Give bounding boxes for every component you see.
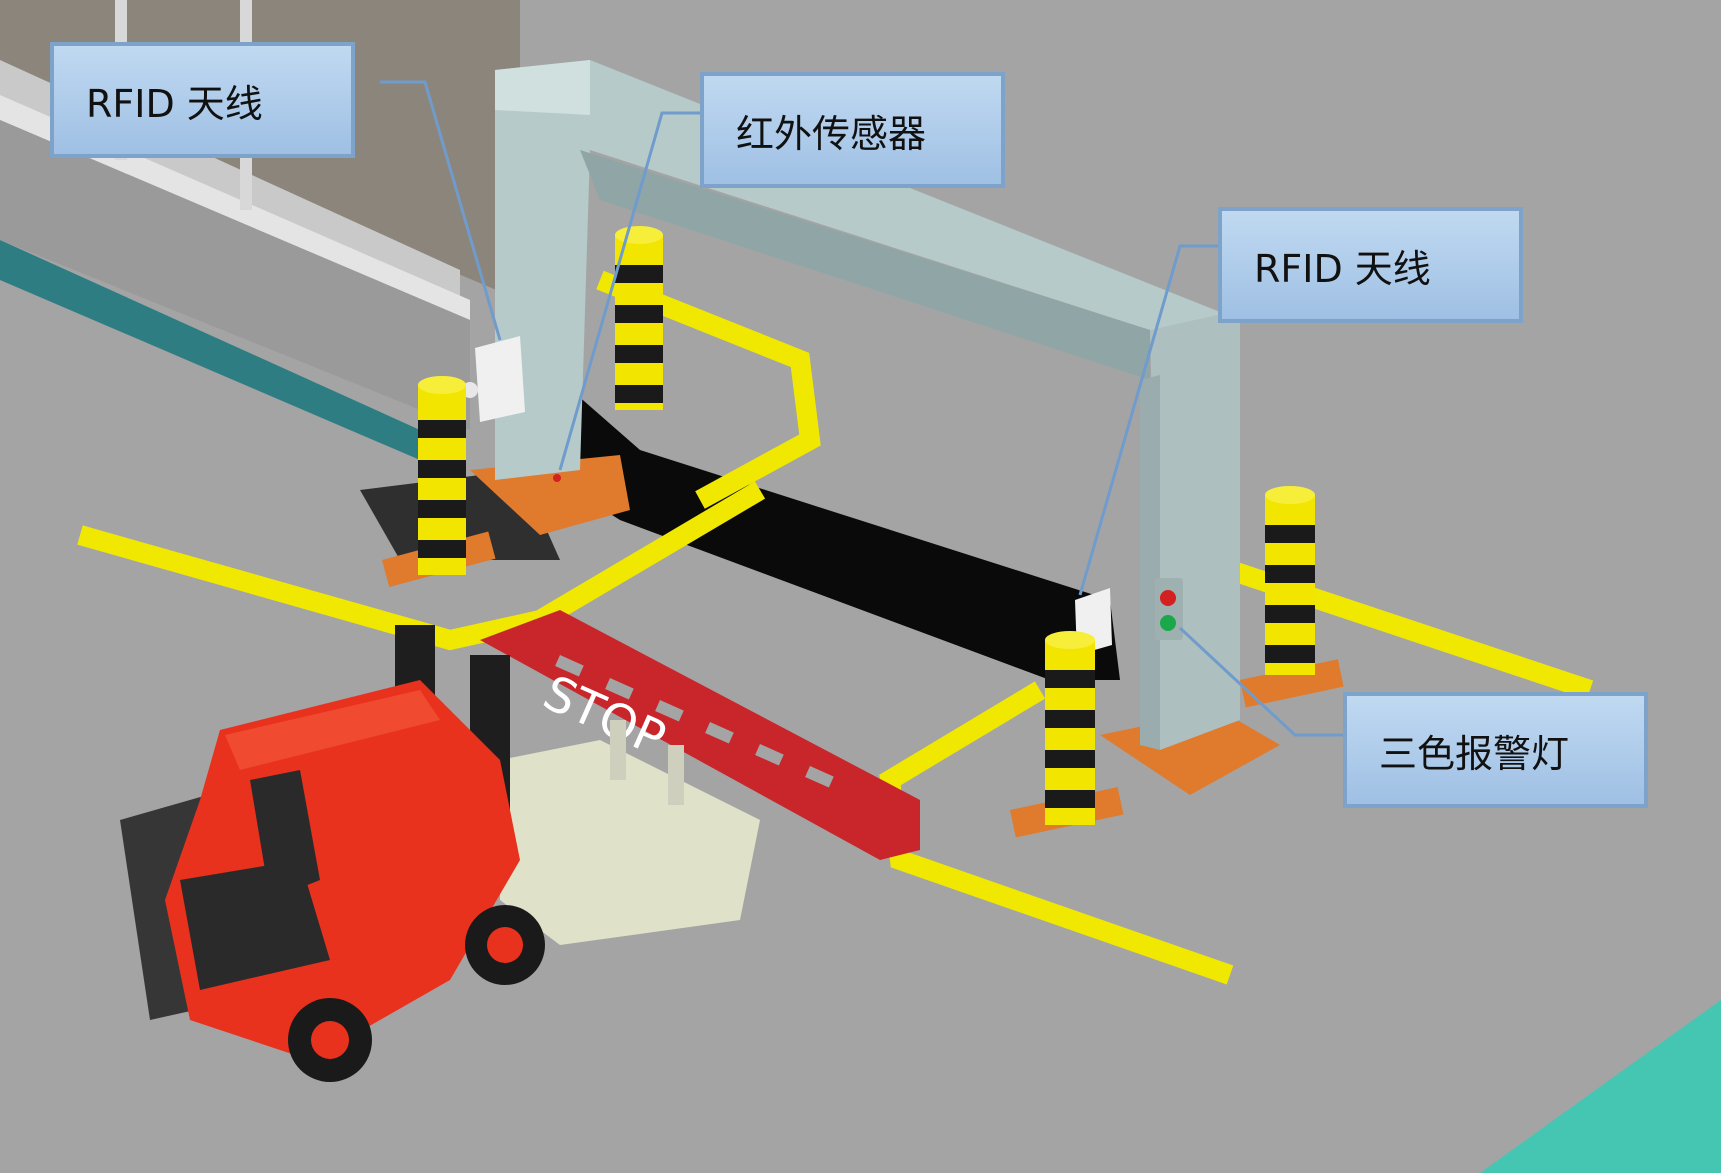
teal-floor-corner — [1480, 1000, 1721, 1173]
green-light-icon — [1160, 615, 1176, 631]
rfid-gate — [470, 60, 1280, 795]
infrared-sensor-dot — [553, 474, 561, 482]
callout-rfid-antenna-left: RFID 天线 — [50, 42, 355, 158]
callout-tri-color-alarm: 三色报警灯 — [1343, 692, 1648, 808]
callout-label: 三色报警灯 — [1379, 731, 1570, 776]
forklift — [165, 625, 545, 1082]
tri-color-alarm-light — [1155, 578, 1183, 640]
callout-infrared-sensor: 红外传感器 — [700, 72, 1005, 188]
callout-label: 红外传感器 — [736, 111, 927, 156]
pallet — [500, 720, 760, 945]
gate-shadow — [540, 380, 1120, 680]
callout-rfid-antenna-right: RFID 天线 — [1218, 207, 1523, 323]
red-light-icon — [1160, 590, 1176, 606]
callout-label: RFID 天线 — [86, 81, 263, 126]
callout-label: RFID 天线 — [1254, 246, 1431, 291]
leader-lines — [380, 80, 1345, 737]
